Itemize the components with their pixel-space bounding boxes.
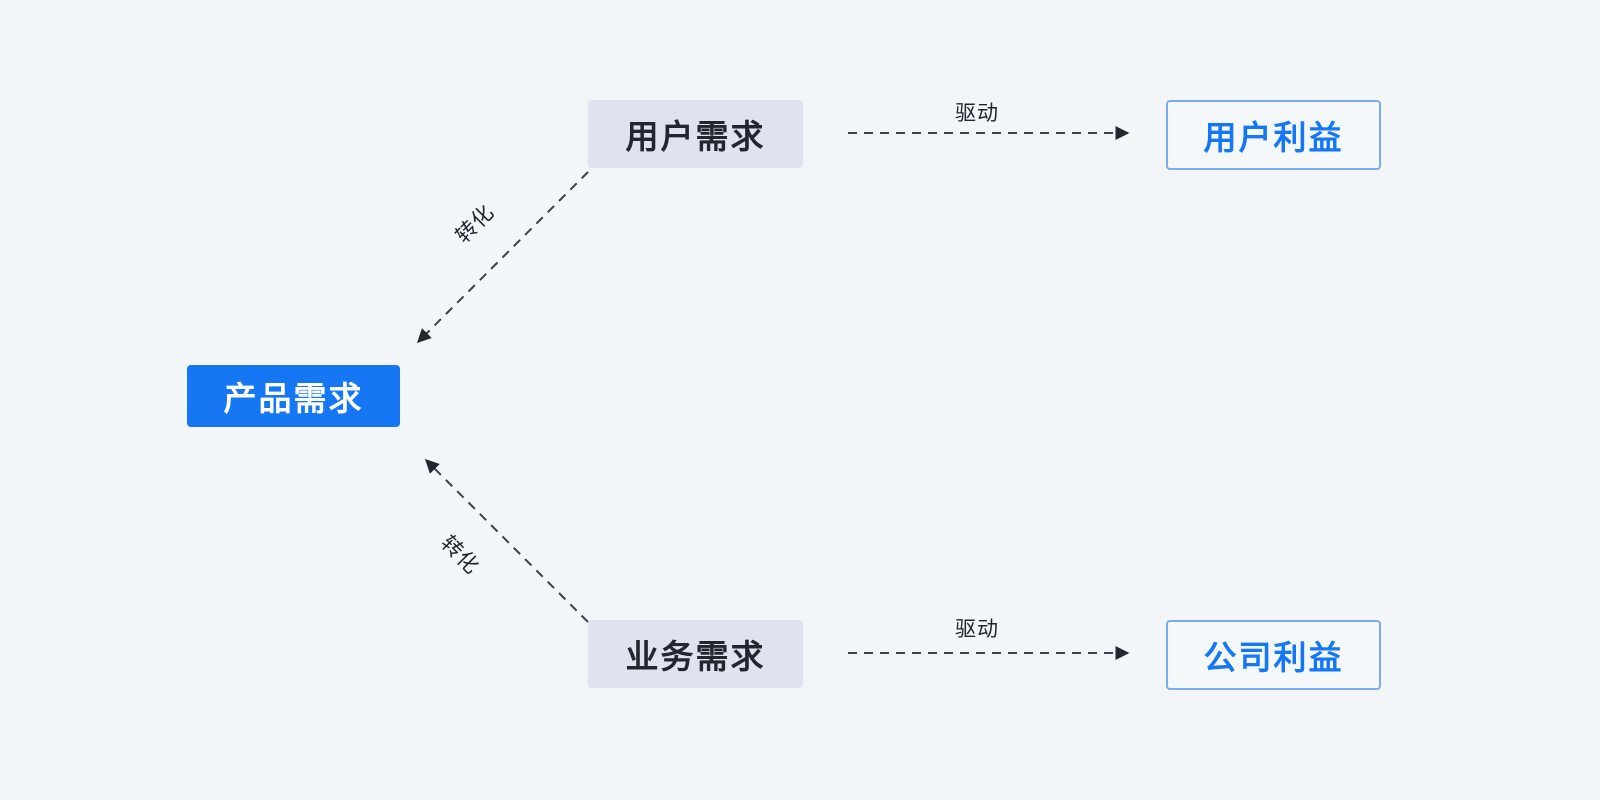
edge-label-conversion-bottom: 转化	[436, 531, 484, 579]
edge-label-drive-bottom: 驱动	[955, 618, 999, 641]
node-business-requirement[interactable]: 业务需求	[588, 620, 803, 688]
edge-label-drive-top: 驱动	[955, 102, 999, 125]
node-product-requirement[interactable]: 产品需求	[187, 365, 400, 427]
node-user-requirement[interactable]: 用户需求	[588, 100, 803, 168]
node-company-benefit[interactable]: 公司利益	[1166, 620, 1381, 690]
edge-label-conversion-top: 转化	[451, 200, 499, 248]
edge-user-req-to-product	[417, 171, 589, 343]
node-user-benefit[interactable]: 用户利益	[1166, 100, 1381, 170]
